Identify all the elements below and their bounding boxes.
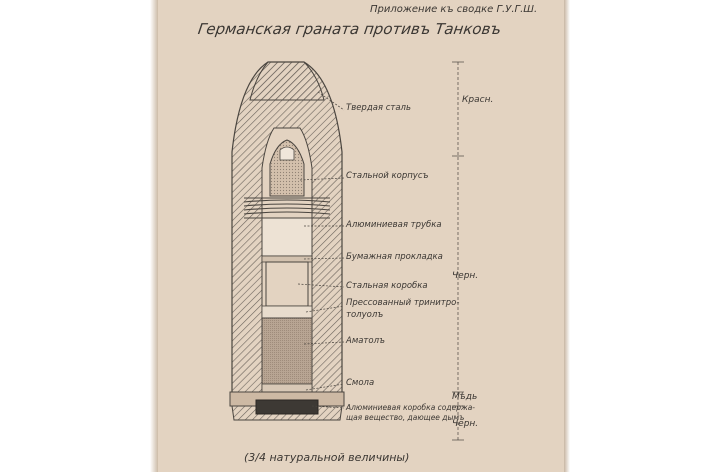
aluminum-tube-section (261, 217, 313, 257)
pressed-tnt-section (261, 305, 313, 319)
part-label-hard-steel: Твердая сталь (346, 103, 412, 113)
page-edge-left (150, 0, 158, 472)
scale-caption: (3/4 натуральной величины) (244, 451, 410, 464)
part-label-steel-box: Стальная коробка (346, 281, 428, 291)
color-zone-scale (452, 61, 464, 441)
part-label-resin: Смола (346, 378, 375, 388)
zone-label-copper: Мѣдь (452, 392, 478, 402)
part-label-amatol: Аматолъ (346, 336, 386, 346)
zone-label-red: Красн. (462, 95, 494, 105)
part-label-pressed-tnt-cont: толуолъ (346, 310, 384, 320)
zone-label-black-upper: Черн. (452, 271, 479, 281)
part-label-aluminum-tube: Алюминиевая трубка (346, 220, 442, 230)
part-label-steel-body: Стальной корпусъ (346, 171, 429, 181)
header-note: Приложение къ сводке Г.У.Г.Ш. (370, 4, 538, 15)
steel-body-cap (279, 146, 295, 161)
page-edge-right (564, 0, 570, 472)
hard-steel-tip (249, 61, 325, 101)
leader-lines (297, 91, 345, 409)
part-label-pressed-tnt: Прессованный тринитро- (346, 298, 460, 308)
document-sheet (158, 0, 564, 472)
smoke-box-section (255, 399, 319, 415)
part-label-paper-pad: Бумажная прокладка (346, 252, 443, 262)
zone-label-black-lower: Черн. (452, 419, 479, 429)
amatol-section (261, 317, 313, 385)
thread-band (243, 197, 331, 219)
part-label-aluminum-box-cont: щая вещество, дающее дымъ (346, 413, 465, 422)
part-label-aluminum-box: Алюминиевая коробка содержа- (346, 403, 476, 412)
steel-body-core (269, 139, 305, 197)
page-title: Германская граната противъ Танковъ (196, 20, 503, 38)
